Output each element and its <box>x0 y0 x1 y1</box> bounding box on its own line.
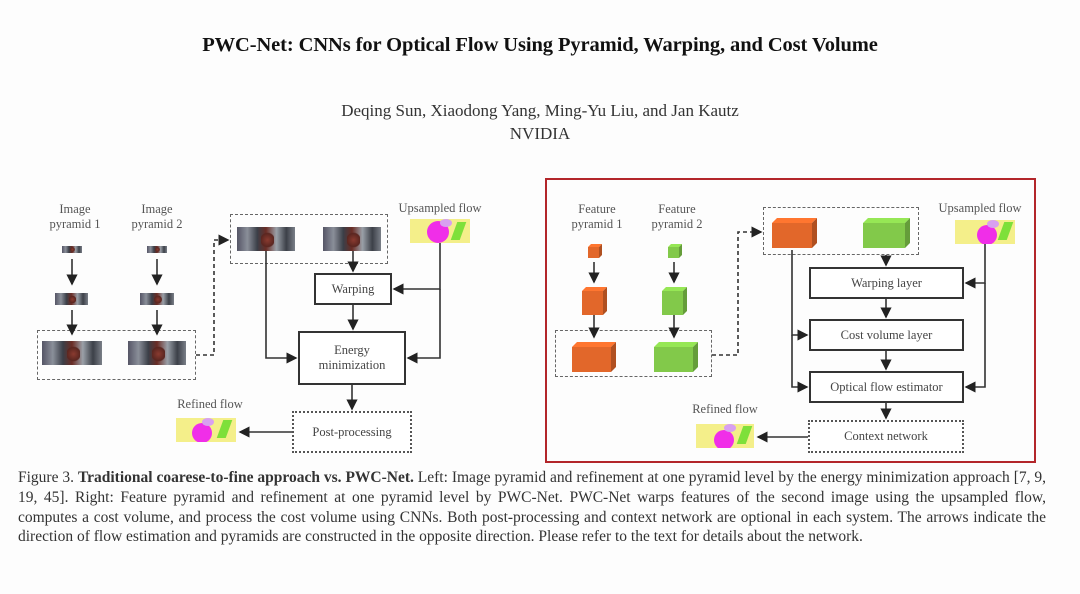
input-images-group <box>230 214 388 264</box>
figure-caption: Figure 3. Traditional coarese-to-fine ap… <box>18 468 1046 547</box>
context-network-box: Context network <box>808 420 964 453</box>
caption-body: Left: Image pyramid and refinement at on… <box>18 469 1047 546</box>
pyramid2-level1-image <box>128 341 186 365</box>
label-line: minimization <box>318 358 386 372</box>
feature1-level2-cube <box>582 287 607 315</box>
warping-box: Warping <box>314 273 392 305</box>
pyramid1-level1-image <box>42 341 102 365</box>
arrow <box>265 251 298 364</box>
paper-title: PWC-Net: CNNs for Optical Flow Using Pyr… <box>202 34 878 56</box>
arrow <box>406 289 441 364</box>
upsampled-flow-label: Upsampled flow <box>398 201 482 215</box>
refined-flow-label: Refined flow <box>692 402 758 416</box>
arrow <box>791 335 809 393</box>
image2-input <box>323 227 381 251</box>
pyramid2-level3-image <box>147 246 167 253</box>
energy-minimization-box: Energy minimization <box>298 331 406 385</box>
label-line: pyramid 2 <box>651 217 703 231</box>
label-line: Image <box>59 202 91 216</box>
feature1-input-cube <box>772 218 817 248</box>
dashed-arrow <box>196 234 230 356</box>
upsampled-flow-label: Upsampled flow <box>938 201 1022 215</box>
refined-flow-label: Refined flow <box>177 397 243 411</box>
caption-bold-title: Traditional coarese-to-fine approach vs.… <box>77 469 414 486</box>
paper-authors: Deqing Sun, Xiaodong Yang, Ming-Yu Liu, … <box>341 101 739 120</box>
optical-flow-estimator-box: Optical flow estimator <box>809 371 964 403</box>
pyramid1-level2-image <box>55 293 88 305</box>
arrow <box>964 244 986 289</box>
feature2-level2-cube <box>662 287 687 315</box>
image-pyramid-1-label: Image pyramid 1 <box>40 202 110 232</box>
pyramid2-level2-image <box>140 293 174 305</box>
pyramid1-level3-image <box>62 246 82 253</box>
input-features-group <box>763 207 919 255</box>
feature1-level3-cube <box>588 244 602 258</box>
current-level-group <box>37 330 196 380</box>
refined-flow-image <box>176 418 236 442</box>
warping-layer-box: Warping layer <box>809 267 964 299</box>
upsampled-flow-image <box>410 219 470 243</box>
label-line: pyramid 1 <box>571 217 623 231</box>
arrow <box>791 250 809 341</box>
post-processing-box: Post-processing <box>292 411 412 453</box>
paper-affiliation: NVIDIA <box>509 124 571 143</box>
label-line: Energy <box>334 343 370 357</box>
refined-flow-image <box>696 424 754 448</box>
image1-input <box>237 227 295 251</box>
pwc-net-highlight-frame <box>545 178 1036 463</box>
label-line: Image <box>141 202 173 216</box>
arrow <box>392 243 441 295</box>
label-line: Feature <box>578 202 616 216</box>
label-line: Feature <box>658 202 696 216</box>
label-line: pyramid 2 <box>131 217 183 231</box>
label-line: pyramid 1 <box>49 217 101 231</box>
feature2-level1-cube <box>654 342 698 372</box>
current-feature-level-group <box>555 330 712 377</box>
upsampled-flow-image <box>955 220 1015 244</box>
dashed-arrow <box>712 226 763 356</box>
figure-number: Figure 3. <box>18 469 75 486</box>
feature1-level1-cube <box>572 342 616 372</box>
feature-pyramid-2-label: Feature pyramid 2 <box>642 202 712 232</box>
feature2-input-cube <box>863 218 910 248</box>
image-pyramid-2-label: Image pyramid 2 <box>122 202 192 232</box>
feature2-level3-cube <box>668 244 682 258</box>
arrow <box>964 283 986 393</box>
feature-pyramid-1-label: Feature pyramid 1 <box>562 202 632 232</box>
cost-volume-layer-box: Cost volume layer <box>809 319 964 351</box>
